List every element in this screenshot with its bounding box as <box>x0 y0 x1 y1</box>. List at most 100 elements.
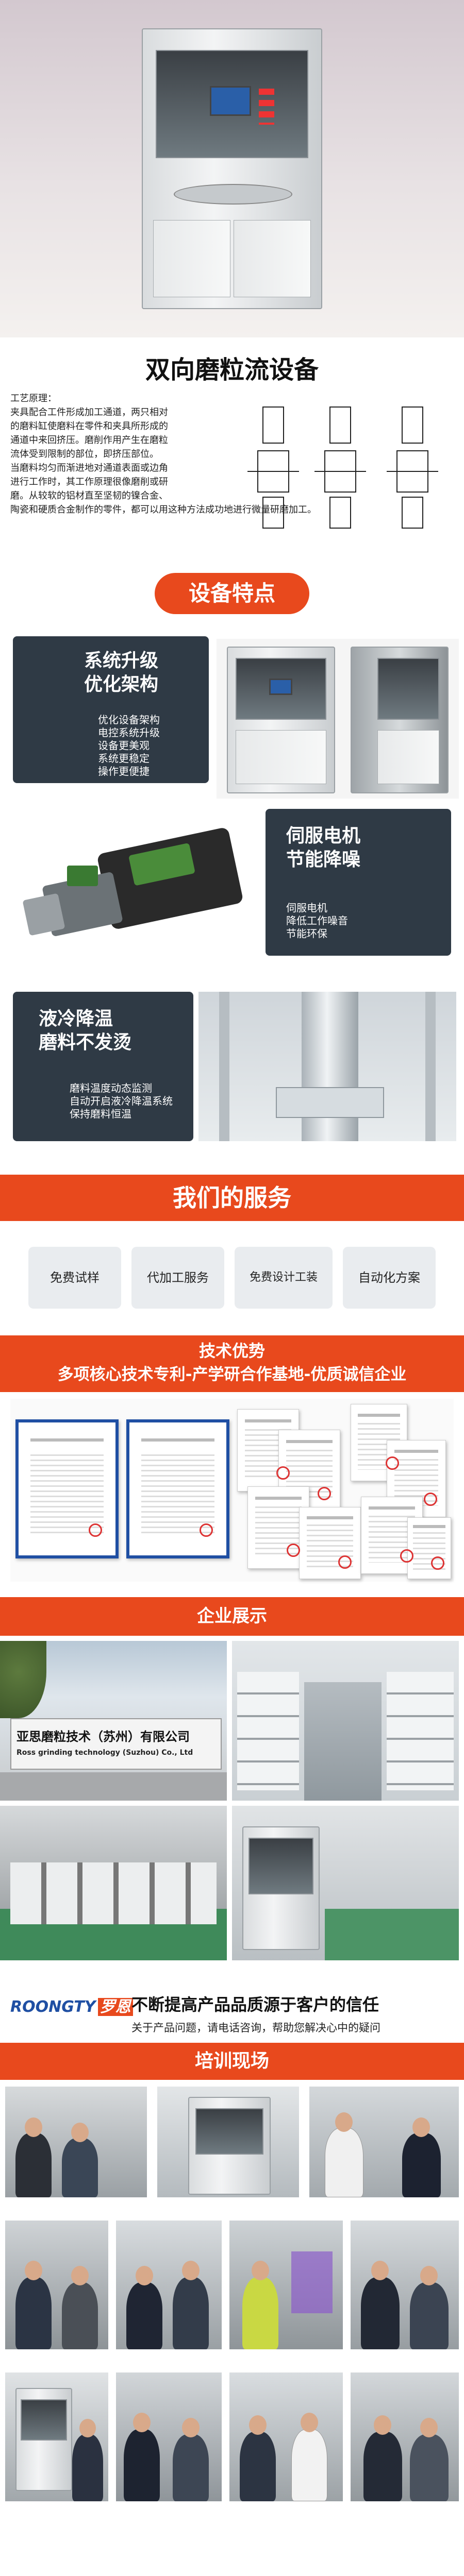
feature-item: 降低工作噪音 <box>286 914 348 927</box>
person <box>242 2277 278 2349</box>
feature-2-list: 伺服电机 降低工作噪音 节能环保 <box>286 902 348 940</box>
training-photo <box>116 2372 222 2501</box>
tech-bar: 技术优势 多项核心技术专利-产学研合作基地-优质诚信企业 <box>0 1335 464 1392</box>
page-title: 双向磨粒流设备 <box>145 355 319 384</box>
process-line: 的磨料缸使磨料在零件和夹具所形成的 <box>10 421 168 432</box>
machine <box>242 1826 320 1950</box>
head <box>79 2419 96 2437</box>
assembly-area-photo <box>232 1806 459 1960</box>
feature-1-list: 优化设备架构 电控系统升级 设备更美观 系统更稳定 操作更便捷 <box>98 714 160 778</box>
tech-subtitle: 多项核心技术专利-产学研合作基地-优质诚信企业 <box>57 1365 407 1384</box>
training-photo <box>5 2372 108 2501</box>
head <box>420 2418 438 2437</box>
training-photo <box>229 2221 343 2349</box>
certificate <box>126 1419 229 1558</box>
head <box>371 2261 389 2280</box>
frame-right <box>425 992 436 1141</box>
machine-touchscreen <box>210 86 251 116</box>
person <box>173 2434 209 2501</box>
process-line: 进行工作时，其工作原理很像磨削或研 <box>10 477 168 487</box>
tech-title: 技术优势 <box>198 1341 265 1361</box>
features-pill: 设备特点 <box>155 573 309 614</box>
training-photo <box>351 2221 459 2349</box>
training-photo <box>157 2087 299 2197</box>
services-bar: 我们的服务 <box>0 1175 464 1221</box>
head <box>182 2261 200 2280</box>
certificate-seal <box>338 1555 352 1569</box>
process-heading: 工艺原理： <box>10 393 57 404</box>
feature-3-cylinder-photo <box>198 992 456 1141</box>
tree <box>0 1641 46 1718</box>
machine-left-door <box>153 220 230 297</box>
process-line: 陶瓷和硬质合金制作的零件，都可以用这种方法成功地进行微量研磨加工。 <box>10 504 317 515</box>
process-line: 磨。从较软的铝材直至坚韧的镍合金、 <box>10 490 168 501</box>
machine-row-left <box>237 1672 299 1790</box>
feature-3-title-line: 液冷降温 <box>39 1008 113 1029</box>
head <box>252 2261 269 2280</box>
person <box>240 2432 276 2501</box>
machine-side <box>351 647 449 793</box>
feature-item: 操作更便捷 <box>98 765 150 777</box>
certificate-seal <box>88 1523 102 1537</box>
feature-item: 系统更稳定 <box>98 752 150 765</box>
training-photo <box>5 2087 147 2197</box>
head <box>335 2112 353 2132</box>
service-free-sample: 免费试样 <box>28 1247 121 1309</box>
machine-row-right <box>387 1672 454 1790</box>
person <box>410 2282 449 2349</box>
aisle <box>304 1682 382 1801</box>
training-photo <box>229 2372 343 2501</box>
company-name-cn: 亚思磨粒技术（苏州）有限公司 <box>16 1730 190 1744</box>
feature-item: 自动开启液冷降温系统 <box>70 1095 173 1107</box>
feature-2-title-line: 节能降噪 <box>286 849 361 870</box>
machine-window <box>195 2108 263 2155</box>
slogan-line2: 关于产品问题，请电话咨询，帮助您解决心中的疑问 <box>131 2022 380 2034</box>
certificate-seal <box>318 1486 332 1500</box>
hero-machine-photo <box>0 0 464 337</box>
feature-3-title: 液冷降温 磨料不发烫 <box>39 1007 131 1055</box>
feature-2-panel: 伺服电机 节能降噪 伺服电机 降低工作噪音 节能环保 <box>266 809 451 956</box>
company-building-photo: 亚思磨粒技术（苏州）有限公司 Ross grinding technology … <box>0 1641 227 1801</box>
company-name-en: Ross grinding technology (Suzhou) Co., L… <box>16 1749 193 1757</box>
feature-3-panel: 液冷降温 磨料不发烫 磨料温度动态监测 自动开启液冷降温系统 保持磨料恒温 <box>13 992 193 1141</box>
clamp <box>276 1087 384 1118</box>
machine-body <box>142 28 322 309</box>
certificate <box>299 1507 361 1579</box>
process-text: 工艺原理： 夹具配合工件形成加工通道，两只相对 的磨料缸使磨料在零件和夹具所形成… <box>10 392 443 517</box>
machines <box>10 1862 217 1924</box>
head <box>71 2266 89 2285</box>
machine-light <box>291 2251 333 2313</box>
person <box>72 2434 103 2501</box>
person <box>62 2138 98 2197</box>
pavement <box>0 1772 227 1801</box>
certificate <box>15 1419 119 1558</box>
feature-3-list: 磨料温度动态监测 自动开启液冷降温系统 保持磨料恒温 <box>70 1082 173 1121</box>
certificate-seal <box>385 1456 399 1470</box>
certificate-seal <box>287 1543 301 1557</box>
feature-item: 设备更美观 <box>98 739 150 752</box>
machine-window <box>236 658 326 720</box>
frame-left <box>219 992 229 1141</box>
feature-2-title-line: 伺服电机 <box>286 825 361 846</box>
logo-en: ROONGTY <box>10 1998 96 2016</box>
process-line: 通道中来回挤压。磨削作用产生在磨粒 <box>10 435 168 446</box>
person <box>363 2432 402 2501</box>
feature-3-title-line: 磨料不发烫 <box>39 1032 132 1053</box>
service-oem-processing: 代加工服务 <box>131 1247 224 1309</box>
person <box>15 2277 52 2349</box>
process-line: 夹具配合工件形成加工通道，两只相对 <box>10 407 168 418</box>
certificate-seal <box>276 1466 290 1480</box>
head <box>25 2261 42 2280</box>
head <box>133 2413 151 2432</box>
certificate-seal <box>400 1549 414 1563</box>
training-photo <box>309 2087 459 2197</box>
enterprise-bar: 企业展示 <box>0 1597 464 1636</box>
training-bar: 培训现场 <box>0 2043 464 2080</box>
certificate-seal <box>431 1556 445 1570</box>
person <box>361 2277 400 2349</box>
person <box>15 2133 52 2197</box>
person <box>410 2434 449 2501</box>
head <box>25 2117 42 2137</box>
certificate-seal <box>199 1523 213 1537</box>
